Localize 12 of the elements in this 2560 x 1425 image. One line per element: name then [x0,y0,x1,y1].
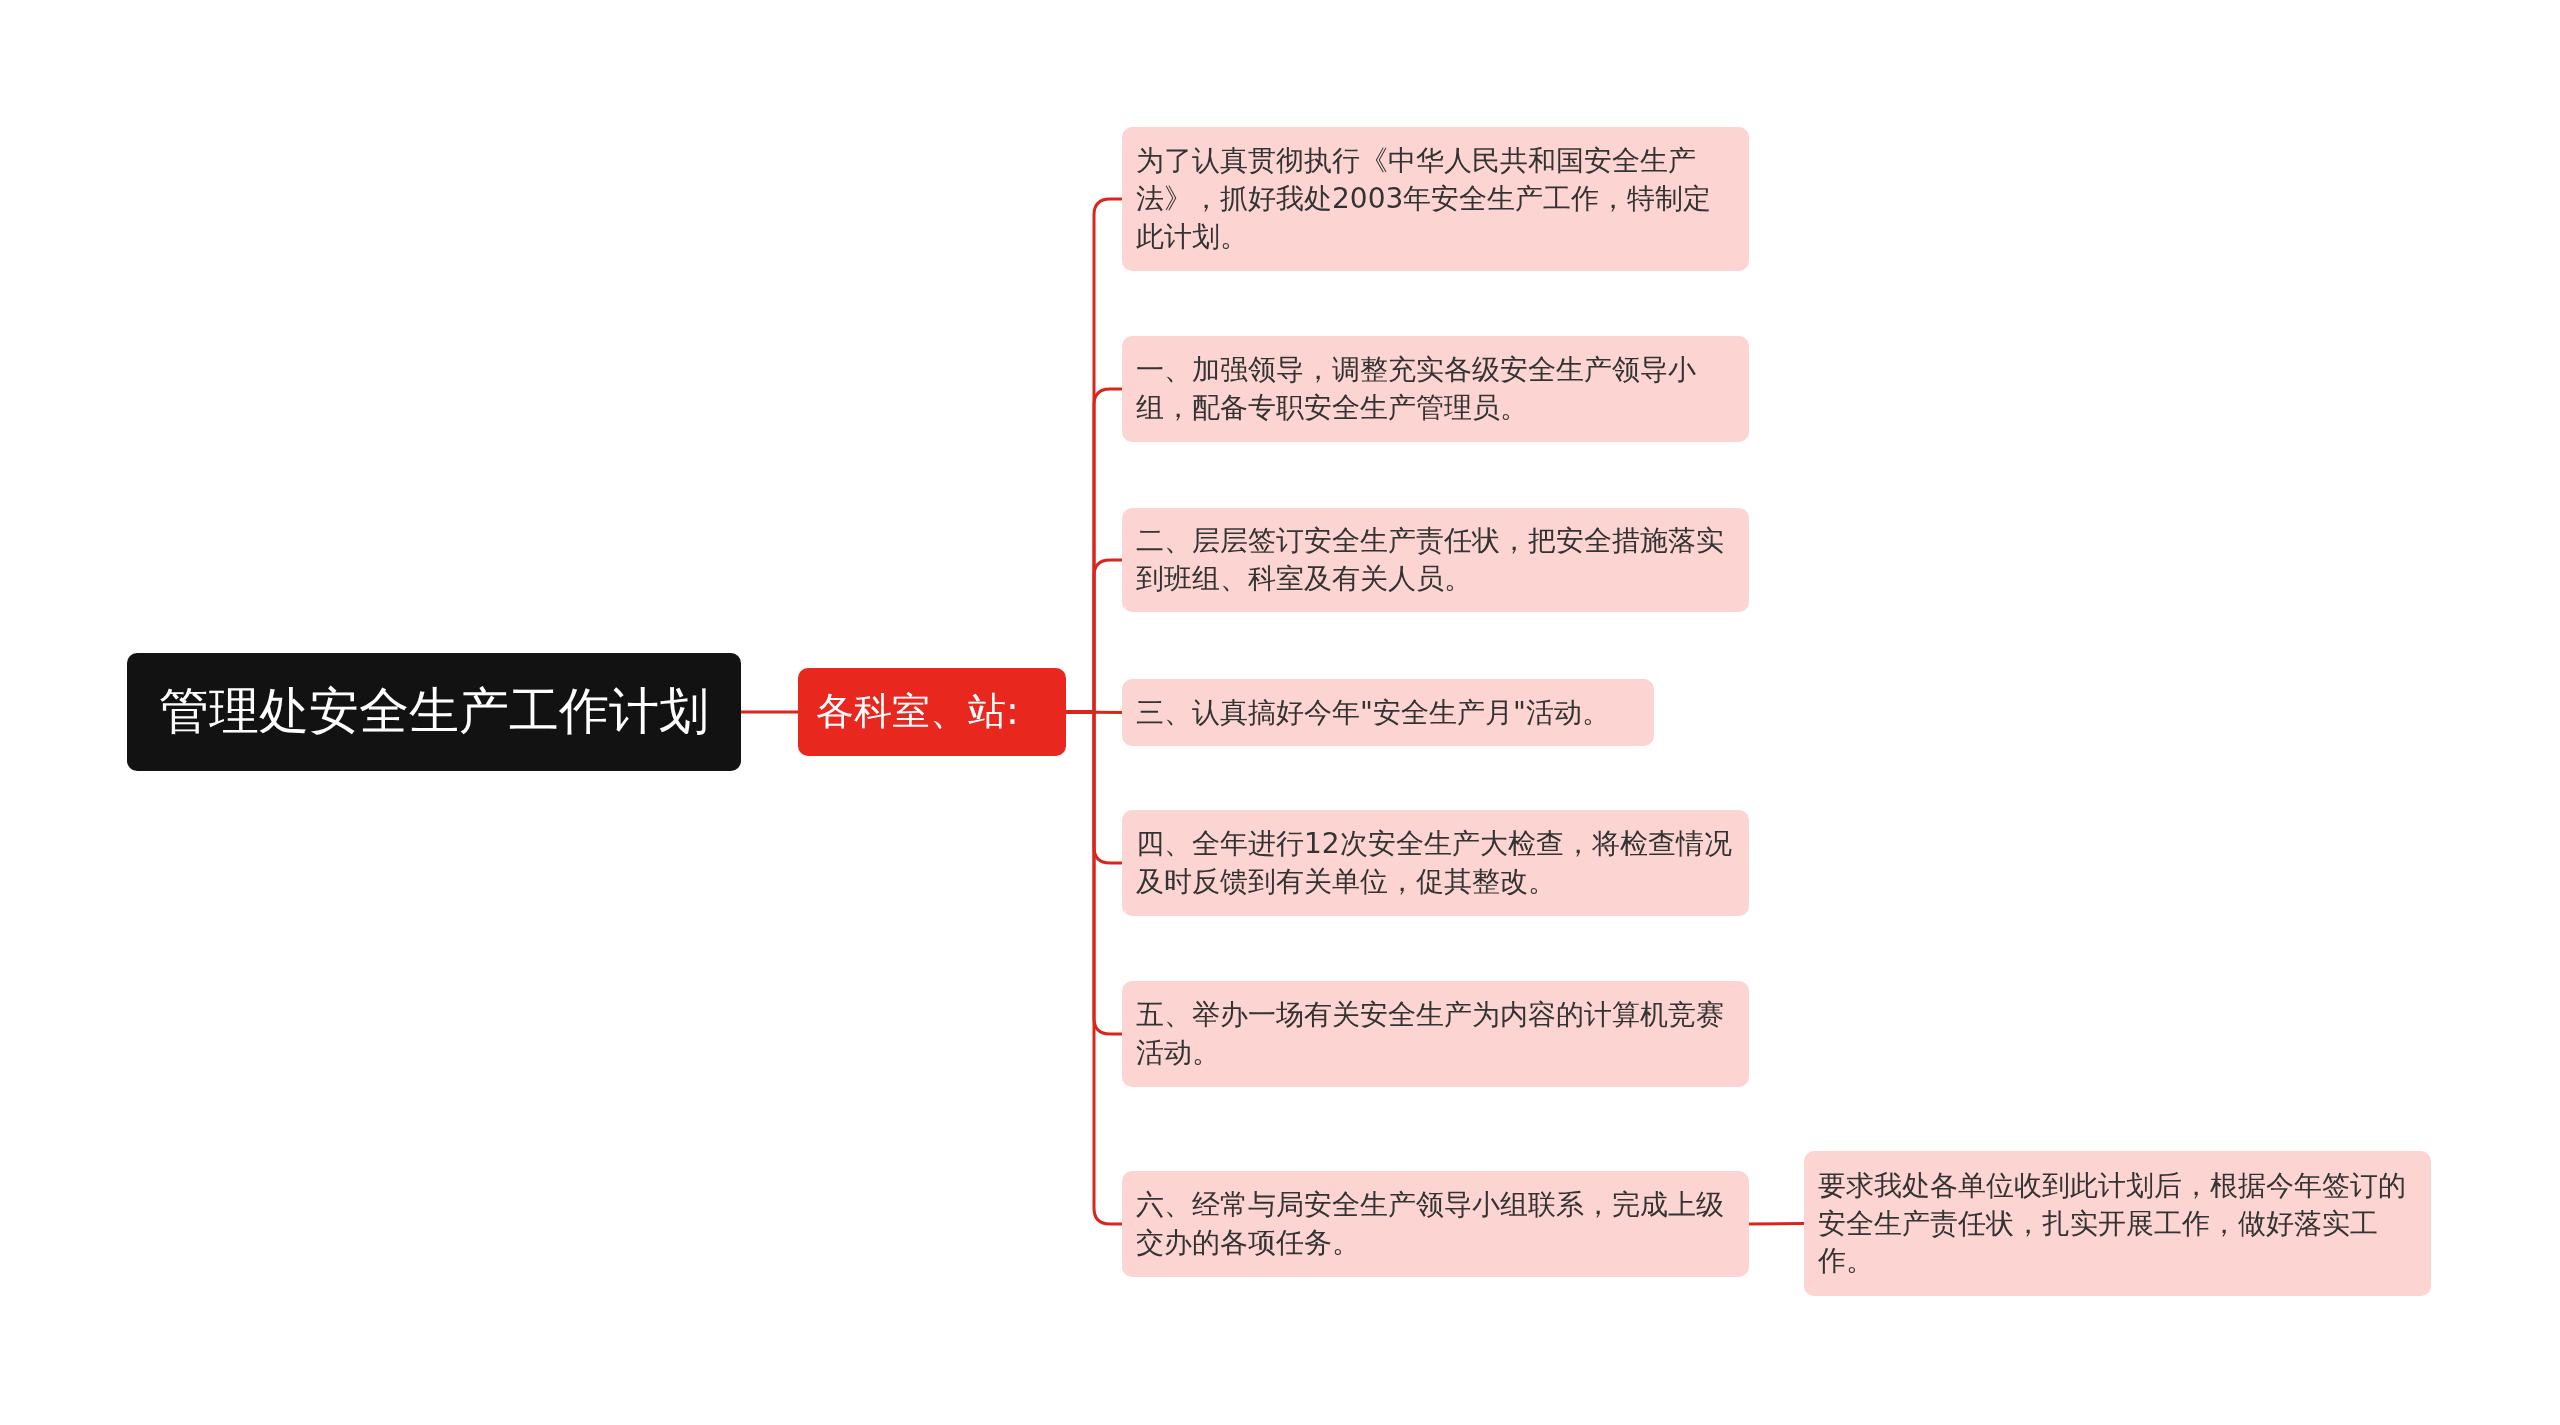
connector-line [1749,1222,1804,1226]
root-topic-box: 管理处安全生产工作计划 [127,653,741,771]
topic-box: 二、层层签订安全生产责任状，把安全措施落实到班组、科室及有关人员。 [1122,508,1749,612]
topic-box: 为了认真贯彻执行《中华人民共和国安全生产法》，抓好我处2003年安全生产工作，特制定此计划。 [1122,127,1749,271]
topic-box: 四、全年进行12次安全生产大检查，将检查情况及时反馈到有关单位，促其整改。 [1122,810,1749,916]
topic-box: 五、举办一场有关安全生产为内容的计算机竞赛活动。 [1122,981,1749,1087]
topic-box: 六、经常与局安全生产领导小组联系，完成上级交办的各项任务。 [1122,1171,1749,1277]
topic-box: 三、认真搞好今年"安全生产月"活动。 [1122,679,1654,746]
topic-box: 要求我处各单位收到此计划后，根据今年签订的安全生产责任状，扎实开展工作，做好落实工作。 [1804,1151,2431,1296]
topic-box: 一、加强领导，调整充实各级安全生产领导小组，配备专职安全生产管理员。 [1122,336,1749,442]
branch-topic-box: 各科室、站: [798,668,1066,756]
connector-line [741,710,798,714]
